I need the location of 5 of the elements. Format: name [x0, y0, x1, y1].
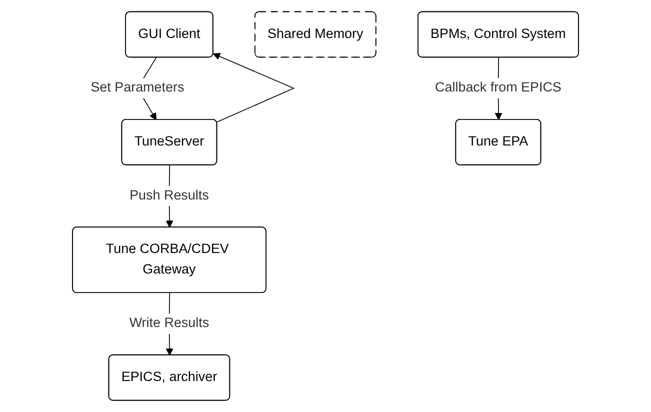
edge-label: Write Results: [129, 316, 210, 330]
arrow: [212, 52, 295, 123]
edge-label: Set Parameters: [90, 80, 184, 95]
edge-label: Callback from EPICS: [435, 80, 562, 95]
edge-label: Push Results: [130, 188, 209, 203]
